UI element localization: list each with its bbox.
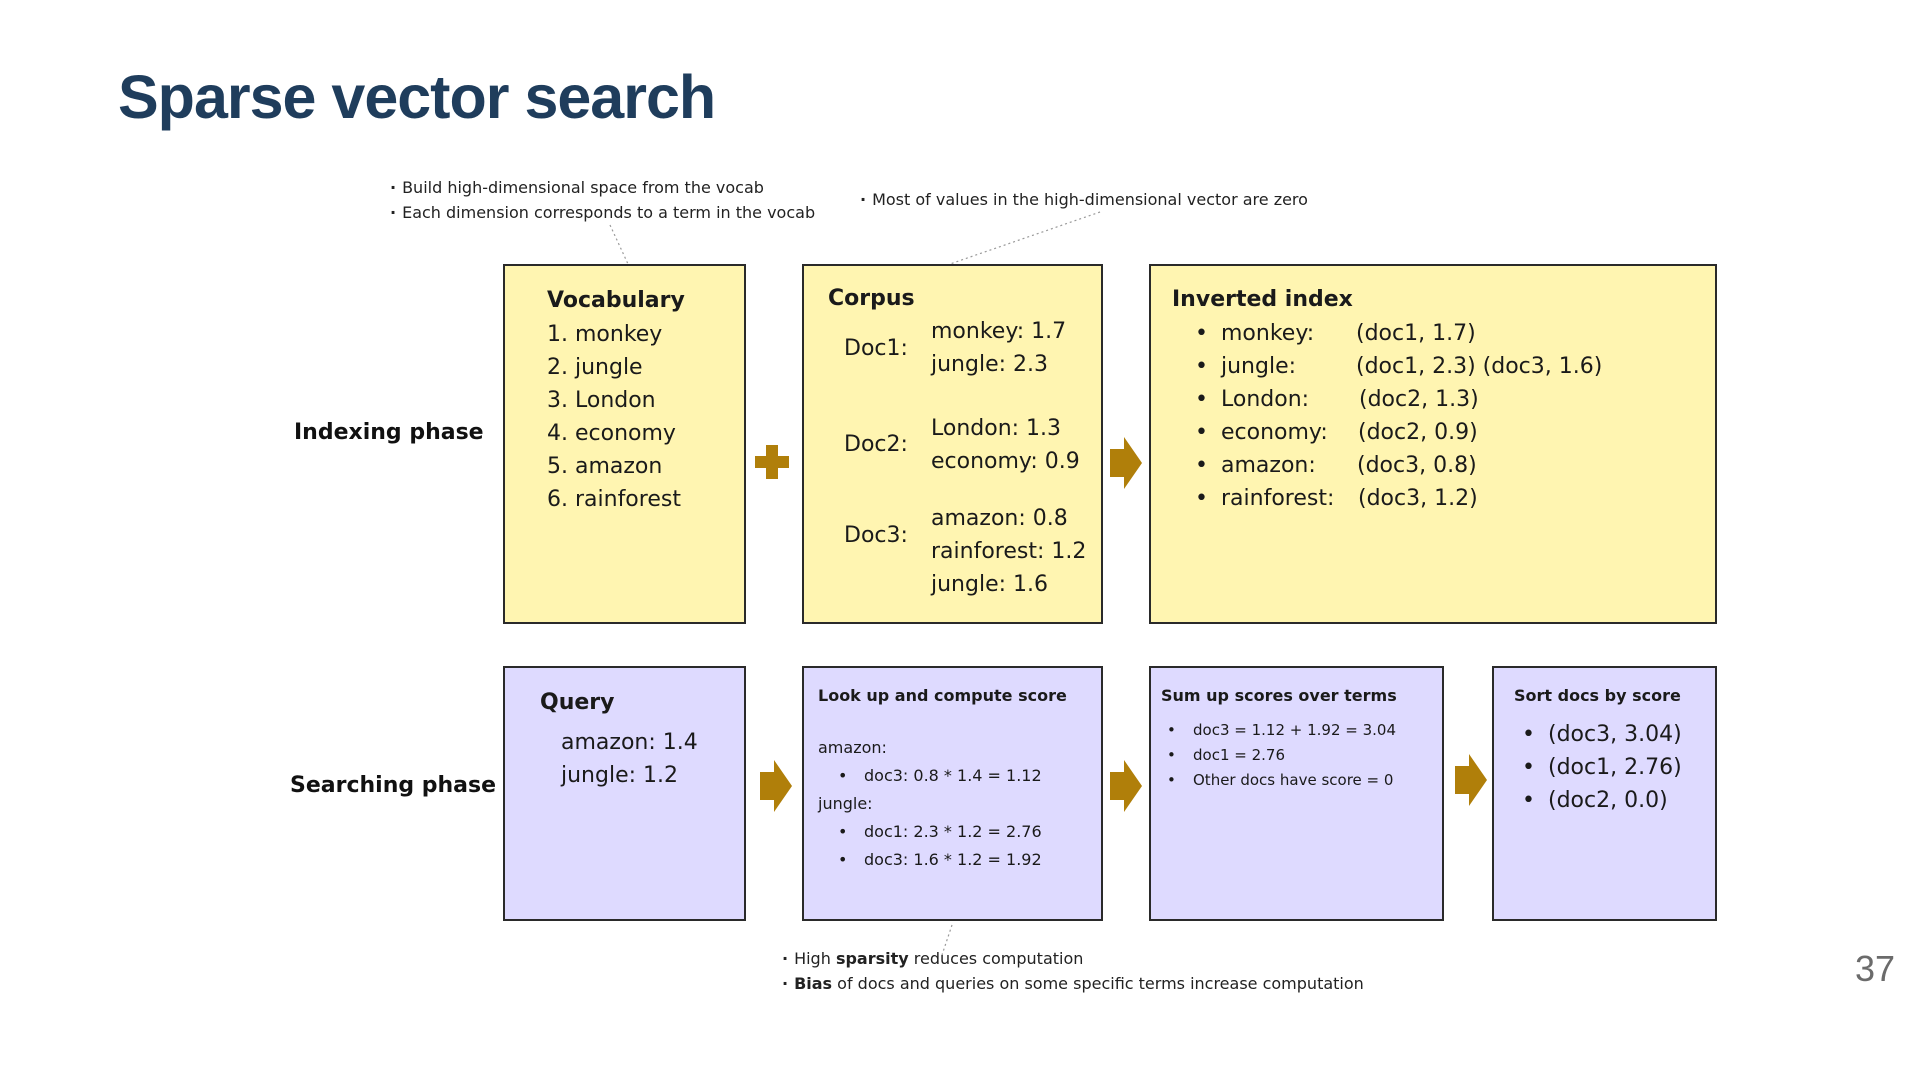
doc-term: monkey: 1.7 [931,319,1067,344]
vocabulary-box: Vocabulary 1. monkey 2. jungle 3. London… [503,264,746,624]
query-box: Query amazon: 1.4 jungle: 1.2 [503,666,746,921]
sum-box: Sum up scores over terms doc3 = 1.12 + 1… [1149,666,1444,921]
query-term: jungle: 1.2 [561,763,679,788]
vocabulary-list: 1. monkey 2. jungle 3. London 4. economy… [547,318,681,516]
list-item: jungle: (doc1, 2.3) (doc3, 1.6) [1195,350,1602,383]
list-item: Other docs have score = 0 [1167,768,1396,793]
index-postings: (doc1, 1.7) [1356,321,1476,346]
plus-icon [755,445,789,479]
index-postings: (doc3, 0.8) [1357,453,1477,478]
index-term: London: [1221,387,1310,412]
vocab-item: 5. amazon [547,454,663,479]
index-term: amazon: [1221,453,1316,478]
vocab-note-line: Each dimension corresponds to a term in … [390,200,815,225]
doc-term: economy: 0.9 [931,449,1080,474]
search-note-line: Bias of docs and queries on some specifi… [782,971,1364,996]
page-number: 37 [1854,948,1895,989]
query-term: amazon: 1.4 [561,730,698,755]
lookup-jungle-label: jungle: [818,794,873,813]
list-item: (doc3, 3.04) [1522,718,1682,751]
doc-term: rainforest: 1.2 [931,539,1087,564]
lookup-amazon-label: amazon: [818,738,887,757]
search-note: High sparsity reduces computation Bias o… [782,946,1364,996]
vocab-item: 6. rainforest [547,487,681,512]
list-item: doc3: 1.6 * 1.2 = 1.92 [838,846,1098,874]
searching-phase-label: Searching phase [290,773,497,798]
index-postings: (doc2, 0.9) [1358,420,1478,445]
list-item: doc1: 2.3 * 1.2 = 2.76 [838,818,1098,846]
note-bold: sparsity [835,949,909,968]
doc1-terms: monkey: 1.7 jungle: 2.3 [931,315,1066,381]
sort-list: (doc3, 3.04) (doc1, 2.76) (doc2, 0.0) [1522,718,1682,817]
doc-term: London: 1.3 [931,416,1062,441]
vocabulary-title: Vocabulary [547,288,685,313]
list-item: doc3: 0.8 * 1.4 = 1.12 [838,762,1098,790]
arrow-right-icon [760,760,792,812]
vocab-item: 4. economy [547,421,676,446]
lookup-title: Look up and compute score [818,686,1067,705]
list-item: London: (doc2, 1.3) [1195,383,1602,416]
list-item: (doc1, 2.76) [1522,751,1682,784]
list-item: amazon: (doc3, 0.8) [1195,449,1602,482]
index-term: rainforest: [1221,486,1335,511]
doc-term: jungle: 2.3 [931,352,1049,377]
vocab-item: 2. jungle [547,355,643,380]
vocab-item: 3. London [547,388,656,413]
doc2-label: Doc2: [844,432,908,457]
inverted-index-box: Inverted index monkey: (doc1, 1.7) jungle… [1149,264,1717,624]
note-text: of docs and queries on some specific ter… [832,974,1364,993]
doc3-label: Doc3: [844,523,908,548]
search-note-line: High sparsity reduces computation [782,946,1364,971]
doc1-label: Doc1: [844,336,908,361]
list-item: doc3 = 1.12 + 1.92 = 3.04 [1167,718,1396,743]
sum-list: doc3 = 1.12 + 1.92 = 3.04 doc1 = 2.76 Ot… [1167,718,1396,793]
index-postings: (doc2, 1.3) [1359,387,1479,412]
vocab-note-line: Build high-dimensional space from the vo… [390,175,815,200]
lookup-box: Look up and compute score amazon: doc3: … [802,666,1103,921]
list-item: monkey: (doc1, 1.7) [1195,317,1602,350]
list-item: economy: (doc2, 0.9) [1195,416,1602,449]
arrow-right-icon [1455,754,1487,806]
sort-title: Sort docs by score [1514,686,1681,705]
lookup-amazon-list: doc3: 0.8 * 1.4 = 1.12 [818,762,1098,790]
arrow-right-icon [1110,760,1142,812]
note-bold: Bias [794,974,833,993]
lookup-content: amazon: doc3: 0.8 * 1.4 = 1.12 jungle: d… [818,734,1098,874]
index-postings: (doc3, 1.2) [1358,486,1478,511]
arrow-right-icon [1110,437,1142,489]
lookup-jungle-list: doc1: 2.3 * 1.2 = 2.76 doc3: 1.6 * 1.2 =… [818,818,1098,874]
list-item: doc1 = 2.76 [1167,743,1396,768]
list-item: (doc2, 0.0) [1522,784,1682,817]
doc-term: amazon: 0.8 [931,506,1068,531]
doc2-terms: London: 1.3 economy: 0.9 [931,412,1080,478]
index-postings: (doc1, 2.3) (doc3, 1.6) [1356,354,1603,379]
corpus-note: Most of values in the high-dimensional v… [860,187,1308,212]
sum-title: Sum up scores over terms [1161,686,1397,705]
sort-box: Sort docs by score (doc3, 3.04) (doc1, 2… [1492,666,1717,921]
query-terms: amazon: 1.4 jungle: 1.2 [561,726,698,792]
vocab-item: 1. monkey [547,322,663,347]
index-term: economy: [1221,420,1328,445]
vocab-note: Build high-dimensional space from the vo… [390,175,815,225]
list-item: rainforest: (doc3, 1.2) [1195,482,1602,515]
note-text: High [794,949,836,968]
index-term: monkey: [1221,321,1315,346]
indexing-phase-label: Indexing phase [294,420,484,445]
inverted-index-title: Inverted index [1172,287,1353,312]
doc-term: jungle: 1.6 [931,572,1049,597]
inverted-index-list: monkey: (doc1, 1.7) jungle: (doc1, 2.3) (d… [1195,317,1602,515]
corpus-note-line: Most of values in the high-dimensional v… [860,187,1308,212]
index-term: jungle: [1221,354,1297,379]
page-title: Sparse vector search [118,63,716,131]
corpus-box: Corpus Doc1: monkey: 1.7 jungle: 2.3 Doc… [802,264,1103,624]
corpus-title: Corpus [828,286,915,311]
query-title: Query [540,690,615,715]
doc3-terms: amazon: 0.8 rainforest: 1.2 jungle: 1.6 [931,502,1086,601]
note-text: reduces computation [908,949,1084,968]
